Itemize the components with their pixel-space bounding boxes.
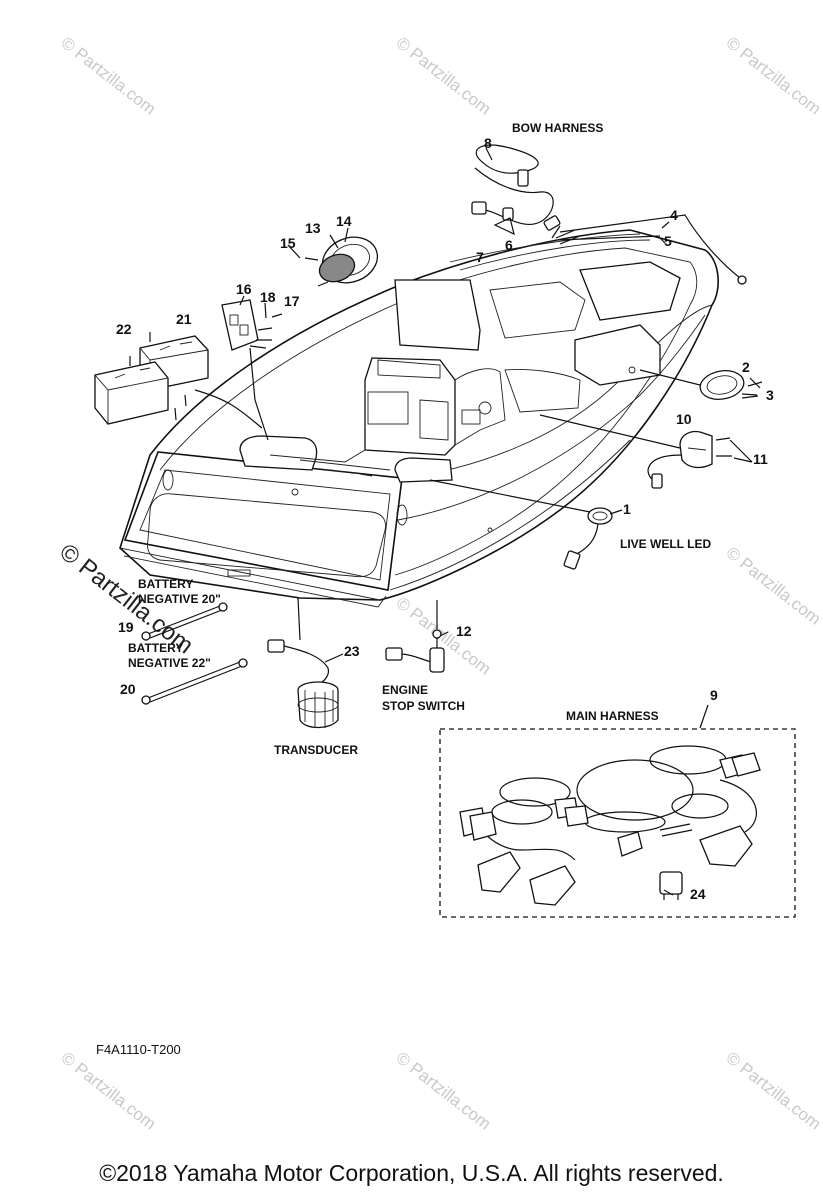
callout-13: 13 [305, 220, 321, 236]
callout-2: 2 [742, 359, 750, 375]
callout-5: 5 [664, 233, 672, 249]
callout-19: 19 [118, 619, 134, 635]
boat-hull [119, 229, 719, 608]
label-engine-stop-line2: STOP SWITCH [382, 699, 465, 713]
label-battery-negative-22-line2: NEGATIVE 22" [128, 656, 211, 670]
callout-16: 16 [236, 281, 252, 297]
callout-6: 6 [505, 237, 513, 253]
callout-21: 21 [176, 311, 192, 327]
courtesy-light [539, 414, 732, 489]
live-well-led [429, 479, 613, 570]
callout-4: 4 [670, 207, 678, 223]
bow-light [551, 214, 747, 285]
callout-11: 11 [753, 451, 768, 467]
label-main-harness: MAIN HARNESS [566, 709, 659, 723]
label-engine-stop: ENGINE [382, 683, 428, 697]
batteries [94, 332, 263, 429]
callout-14: 14 [336, 213, 352, 229]
watermark: © Partzilla.com [393, 33, 495, 119]
callout-7: 7 [476, 249, 484, 265]
callout-10: 10 [676, 411, 692, 427]
transducer [267, 597, 339, 729]
part-code: F4A1110-T200 [96, 1042, 181, 1057]
label-transducer: TRANSDUCER [274, 743, 358, 757]
main-harness [439, 728, 796, 918]
watermark: © Partzilla.com [58, 33, 160, 119]
speaker [639, 369, 763, 400]
callout-24: 24 [690, 886, 706, 902]
label-bow-harness: BOW HARNESS [512, 121, 603, 135]
gauge-panel [304, 236, 379, 287]
label-live-well-led: LIVE WELL LED [620, 537, 711, 551]
text-labels: BOW HARNESS LIVE WELL LED BATTERY NEGATI… [128, 121, 711, 757]
copyright-notice: ©2018 Yamaha Motor Corporation, U.S.A. A… [99, 1160, 724, 1186]
watermark: © Partzilla.com [723, 33, 823, 119]
callout-12: 12 [456, 623, 472, 639]
callout-22: 22 [116, 321, 132, 337]
callout-numbers: 1 2 3 4 5 6 7 8 9 10 11 12 13 14 15 16 1… [116, 135, 774, 902]
watermark: © Partzilla.com [723, 543, 823, 629]
callout-23: 23 [344, 643, 360, 659]
engine-stop-switch [385, 600, 445, 673]
callout-9: 9 [710, 687, 718, 703]
callout-8: 8 [484, 135, 492, 151]
label-battery-negative-22: BATTERY [128, 641, 183, 655]
battery-cables [141, 602, 248, 705]
leader-lines [239, 147, 761, 896]
watermark: © Partzilla.com [58, 1048, 160, 1134]
callout-20: 20 [120, 681, 136, 697]
callout-18: 18 [260, 289, 276, 305]
label-battery-negative-20-line2: NEGATIVE 20" [138, 592, 221, 606]
watermark: © Partzilla.com [393, 1048, 495, 1134]
watermark: © Partzilla.com [723, 1048, 823, 1134]
label-battery-negative-20: BATTERY [138, 577, 193, 591]
switch-panel [221, 299, 283, 441]
callout-3: 3 [766, 387, 774, 403]
callout-1: 1 [623, 501, 631, 517]
callout-17: 17 [284, 293, 300, 309]
callout-15: 15 [280, 235, 296, 251]
bow-harness [471, 144, 581, 245]
